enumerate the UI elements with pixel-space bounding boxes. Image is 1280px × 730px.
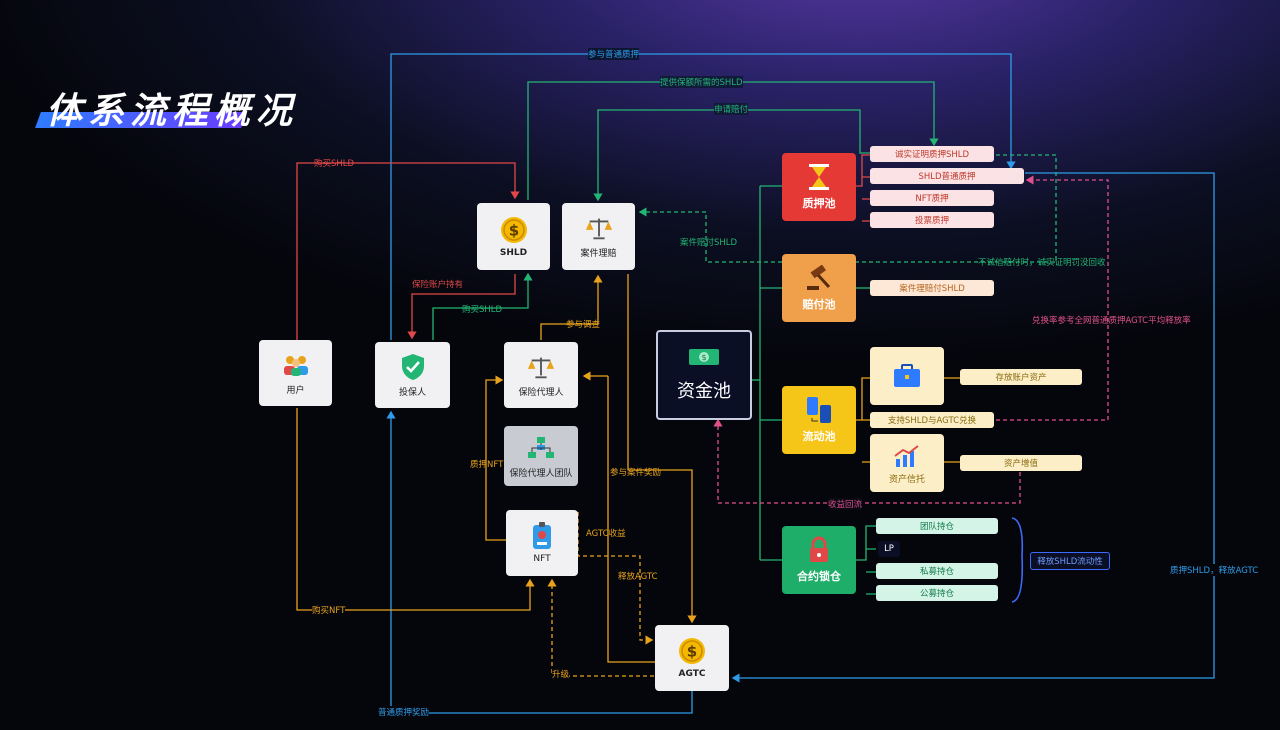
agent-team-node[interactable]: 保险代理人团队 (504, 426, 578, 486)
users-icon (282, 351, 310, 379)
user-label: 用户 (286, 385, 305, 396)
briefcase-icon (893, 362, 921, 390)
edge-label-pledge-nft: 质押NFT (470, 460, 504, 470)
edge-label-upgrade: 升级 (552, 668, 570, 680)
asset-trust-node[interactable]: 资产信托 (870, 434, 944, 492)
pill-release-liquidity[interactable]: 释放SHLD流动性 (1030, 552, 1110, 570)
shld-label: SHLD (499, 247, 528, 258)
svg-text:$: $ (701, 353, 706, 362)
fund-pool-node[interactable]: $ 资金池 (656, 330, 752, 420)
agtc-node[interactable]: $ AGTC (655, 625, 729, 691)
pill-deposit-assets[interactable]: 存放账户资产 (960, 369, 1082, 385)
agent-node[interactable]: 保险代理人 (504, 342, 578, 408)
contract-lock-node[interactable]: 合约锁仓 (782, 526, 856, 594)
hourglass-icon (805, 163, 833, 191)
edge-label-buy-shld-user: 购买SHLD (314, 159, 355, 169)
svg-text:$: $ (508, 221, 518, 239)
pill-team-hold[interactable]: 团队持仓 (876, 518, 998, 534)
liquidity-pool-label: 流动池 (802, 430, 836, 443)
edge-label-case-reward: 参与案件奖励 (610, 468, 662, 478)
agent-team-label: 保险代理人团队 (509, 468, 573, 479)
nft-node[interactable]: NFT (506, 510, 578, 576)
org-chart-icon (527, 434, 555, 462)
lock-icon (805, 536, 833, 564)
scales-icon (585, 214, 613, 242)
case-claim-label: 案件理赔 (580, 249, 617, 259)
pill-public-hold[interactable]: 公募持仓 (876, 585, 998, 601)
scales-icon (527, 353, 555, 381)
user-node[interactable]: 用户 (259, 340, 332, 406)
deposit-box-node[interactable] (870, 347, 944, 405)
liquidity-pool-node[interactable]: 流动池 (782, 386, 856, 454)
case-claim-node[interactable]: 案件理赔 (562, 203, 635, 270)
edge-label-dishonest: 不诚信赔付时，诚实证明罚没回收 (978, 258, 1106, 268)
shield-check-icon (399, 353, 427, 381)
edge-label-buy-shld-insured: 购买SHLD (462, 305, 503, 315)
insured-node[interactable]: 投保人 (375, 342, 450, 408)
pill-asset-growth[interactable]: 资产增值 (960, 455, 1082, 471)
pill-honest-proof[interactable]: 诚实证明质押SHLD (870, 146, 994, 162)
growth-chart-icon (893, 442, 921, 470)
edge-label-claim-apply: 申请赔付 (714, 103, 749, 115)
edge-label-pledge-shld-release: 质押SHLD，释放AGTC (1170, 564, 1259, 576)
edge-label-account-hold: 保险账户持有 (412, 280, 464, 290)
phone-swap-icon (805, 396, 833, 424)
edge-label-provide-shld: 提供保额所需的SHLD (660, 76, 743, 88)
payout-pool-node[interactable]: 赔付池 (782, 254, 856, 322)
insured-label: 投保人 (398, 387, 426, 398)
edge-label-join-normal: 参与普通质押 (588, 48, 640, 60)
asset-trust-label: 资产信托 (888, 474, 925, 485)
edge-label-buy-nft: 购买NFT (312, 604, 346, 616)
nft-label: NFT (533, 554, 551, 564)
edge-label-exchange-rate: 兑换率参考全网普通质押AGTC平均释放率 (1032, 316, 1191, 326)
cash-icon: $ (688, 347, 720, 371)
page-title: 体系流程概况 (46, 91, 299, 132)
coin-icon: $ (500, 216, 528, 244)
pill-nft-pledge[interactable]: NFT质押 (870, 190, 994, 206)
edge-label-join-investigation: 参与调查 (566, 320, 601, 330)
pill-case-payout[interactable]: 案件理赔付SHLD (870, 280, 994, 296)
fund-pool-label: 资金池 (677, 381, 731, 402)
pill-swap[interactable]: 支持SHLD与AGTC兑换 (870, 412, 994, 428)
pill-lp[interactable]: LP (878, 541, 900, 557)
edge-label-release-agtc: 释放AGTC (618, 572, 658, 582)
pill-shld-normal[interactable]: SHLD普通质押 (870, 168, 1024, 184)
pledge-pool-node[interactable]: 质押池 (782, 153, 856, 221)
pill-vote-pledge[interactable]: 投票质押 (870, 212, 994, 228)
agent-label: 保险代理人 (518, 387, 564, 398)
pledge-pool-label: 质押池 (802, 197, 836, 210)
edge-label-case-pay-shld: 案件赔付SHLD (680, 238, 738, 248)
id-badge-icon (528, 522, 556, 550)
coin-icon: $ (678, 637, 706, 665)
edge-label-normal-reward: 普通质押奖励 (378, 706, 430, 718)
svg-text:$: $ (687, 643, 697, 661)
shld-node[interactable]: $ SHLD (477, 203, 550, 270)
edge-label-yield-return: 收益回流 (828, 498, 863, 510)
agtc-label: AGTC (678, 669, 706, 679)
contract-lock-label: 合约锁仓 (797, 570, 841, 583)
payout-pool-label: 赔付池 (802, 298, 836, 311)
edge-label-agtc-income: AGTC收益 (586, 529, 626, 539)
gavel-icon (805, 264, 833, 292)
pill-private-hold[interactable]: 私募持仓 (876, 563, 998, 579)
